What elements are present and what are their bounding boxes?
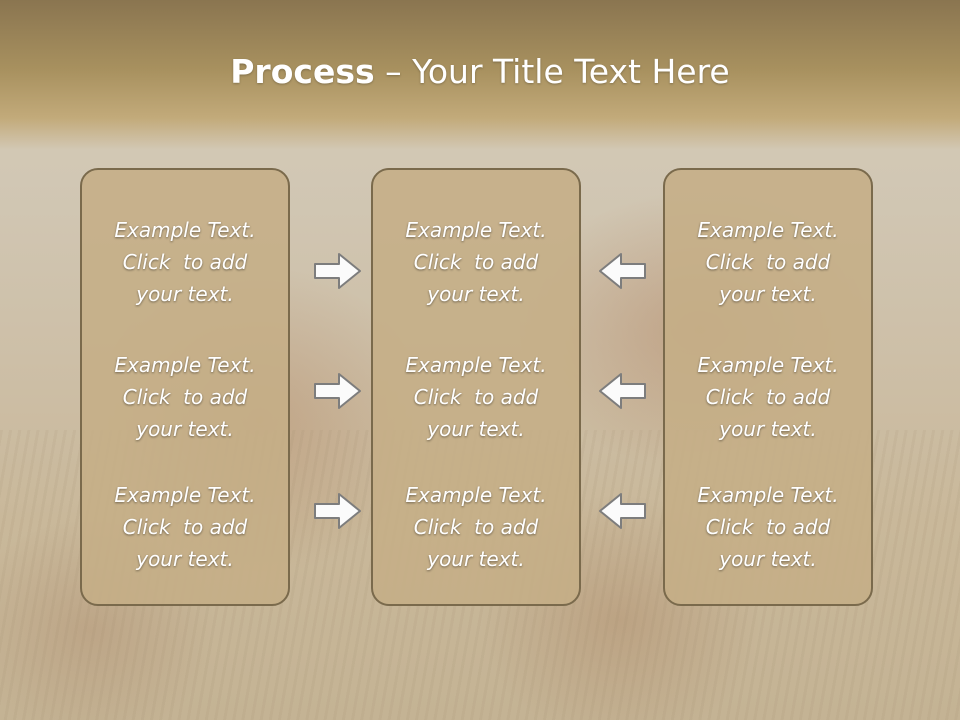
text-line: Example Text. [405, 483, 547, 507]
text-line: your text. [427, 547, 525, 571]
text-line: your text. [719, 547, 817, 571]
text-line: your text. [136, 282, 234, 306]
text-line: your text. [719, 282, 817, 306]
text-placeholder[interactable]: Example Text. Click to add your text. [665, 479, 871, 575]
text-line: Click to add [413, 515, 539, 539]
text-line: Click to add [122, 385, 248, 409]
panel-right: Example Text. Click to add your text. Ex… [663, 168, 873, 606]
text-line: Example Text. [697, 218, 839, 242]
text-line: Click to add [413, 385, 539, 409]
text-placeholder[interactable]: Example Text. Click to add your text. [82, 214, 288, 310]
text-line: Example Text. [405, 218, 547, 242]
text-line: your text. [136, 417, 234, 441]
panel-left: Example Text. Click to add your text. Ex… [80, 168, 290, 606]
slide-title[interactable]: Process – Your Title Text Here [0, 52, 960, 91]
text-line: Example Text. [697, 353, 839, 377]
arrow-left-icon [599, 493, 646, 529]
text-line: your text. [427, 282, 525, 306]
text-placeholder[interactable]: Example Text. Click to add your text. [665, 349, 871, 445]
title-bold-part: Process [230, 52, 375, 91]
arrow-right-icon [314, 373, 361, 409]
text-line: Example Text. [114, 353, 256, 377]
arrow-left-icon [599, 373, 646, 409]
text-placeholder[interactable]: Example Text. Click to add your text. [373, 479, 579, 575]
text-line: Click to add [705, 385, 831, 409]
text-line: your text. [136, 547, 234, 571]
text-line: Click to add [122, 250, 248, 274]
title-rest-part: – Your Title Text Here [374, 52, 730, 91]
text-placeholder[interactable]: Example Text. Click to add your text. [373, 214, 579, 310]
text-line: Click to add [705, 250, 831, 274]
text-placeholder[interactable]: Example Text. Click to add your text. [665, 214, 871, 310]
text-line: Click to add [413, 250, 539, 274]
panel-center: Example Text. Click to add your text. Ex… [371, 168, 581, 606]
arrow-left-icon [599, 253, 646, 289]
text-line: Click to add [705, 515, 831, 539]
text-placeholder[interactable]: Example Text. Click to add your text. [82, 479, 288, 575]
text-line: your text. [427, 417, 525, 441]
arrow-right-icon [314, 493, 361, 529]
text-line: Example Text. [114, 483, 256, 507]
title-band [0, 0, 960, 150]
text-line: your text. [719, 417, 817, 441]
text-line: Example Text. [697, 483, 839, 507]
text-placeholder[interactable]: Example Text. Click to add your text. [373, 349, 579, 445]
text-line: Click to add [122, 515, 248, 539]
text-line: Example Text. [405, 353, 547, 377]
text-line: Example Text. [114, 218, 256, 242]
text-placeholder[interactable]: Example Text. Click to add your text. [82, 349, 288, 445]
arrow-right-icon [314, 253, 361, 289]
